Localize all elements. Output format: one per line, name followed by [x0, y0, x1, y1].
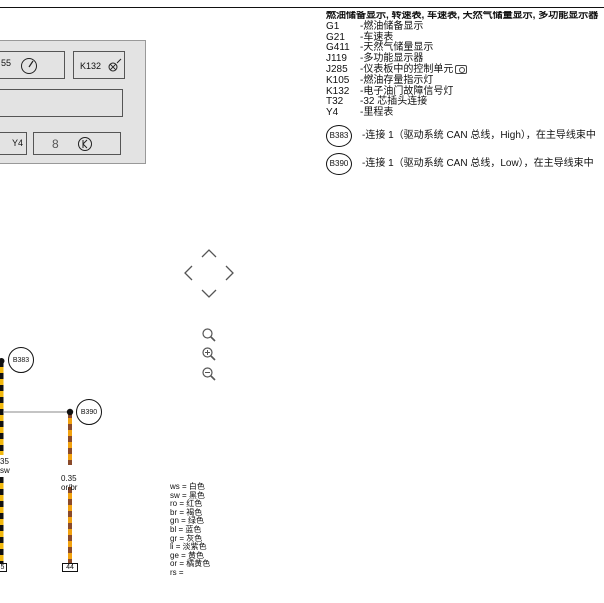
chevron-down-icon[interactable]: [200, 288, 218, 300]
chevron-right-icon[interactable]: [224, 264, 236, 282]
legend-item: G411-天然气储量显示: [326, 42, 434, 54]
legend-item: J285-仪表板中的控制单元: [326, 64, 604, 76]
color-key-item: ws = 白色: [170, 482, 205, 491]
color-key-item: sw = 黑色: [170, 490, 205, 500]
panel-band: [0, 89, 123, 117]
color-key-item: br = 褐色: [170, 507, 203, 517]
chevron-up-icon[interactable]: [200, 247, 218, 259]
legend-list: G1-燃油储备显示 G21-车速表 G411-天然气储量显示 J119-多功能显…: [326, 20, 604, 119]
legend-connection-b390: B390 -连接 1（驱动系统 CAN 总线，Low），在主导线束中: [326, 152, 604, 175]
display-box: 8: [33, 132, 121, 155]
color-key-item: ge = 黄色: [170, 550, 205, 560]
gauge-box: 55: [0, 51, 65, 79]
wire-color-key: ws = 白色 sw = 黑色 ro = 红色 br = 褐色 gn = 绿色 …: [170, 482, 211, 578]
chevron-left-icon[interactable]: [182, 264, 194, 282]
legend-item: Y4-里程表: [326, 107, 394, 119]
camera-icon[interactable]: [455, 64, 468, 74]
legend-item: G1-燃油储备显示: [326, 20, 424, 32]
top-rule: [0, 7, 604, 8]
reset-knob-icon: [78, 137, 92, 151]
zoom-in-icon[interactable]: [201, 346, 217, 362]
junction-dot: [66, 408, 74, 416]
legend-title: 燃油储备显示, 转速表, 车速表, 天然气储量显示, 多功能显示器: [326, 11, 599, 21]
color-key-item: rs =: [170, 567, 184, 577]
pin-right: 44: [62, 563, 78, 572]
connector-b390-bubble[interactable]: B390: [76, 399, 102, 425]
lamp-icon: [108, 58, 122, 72]
zoom-out-icon[interactable]: [201, 366, 217, 382]
legend-item: K132-电子油门故障信号灯: [326, 85, 454, 97]
gauge-icon: [21, 58, 37, 74]
connector-bubble: B390: [326, 152, 352, 175]
legend-item: T32-32 芯插头连接: [326, 96, 428, 108]
color-key-item: li = 淡紫色: [170, 542, 207, 552]
legend-item: K105-燃油存量指示灯: [326, 74, 434, 86]
color-key-item: or = 橘黄色: [170, 559, 211, 569]
color-key-item: ro = 红色: [170, 499, 203, 509]
legend-item: G21-车速表: [326, 31, 394, 43]
wire-left-color-label: sw: [0, 466, 10, 475]
wire-right-gauge-label: 0.35: [61, 474, 77, 483]
wire-right-color-label: or/br: [61, 483, 78, 492]
color-key-item: bl = 蓝色: [170, 524, 202, 534]
y4-box: Y4: [0, 132, 27, 155]
legend: 燃油储备显示, 转速表, 车速表, 天然气储量显示, 多功能显示器 G1-燃油储…: [326, 11, 604, 175]
connector-bubble: B383: [326, 124, 352, 147]
color-key-item: gn = 绿色: [170, 516, 205, 526]
k132-box: K132: [73, 51, 125, 79]
junction-dot: [0, 358, 5, 364]
instrument-panel-block: 55 K132 Y4 8: [0, 40, 146, 164]
legend-connection-b383: B383 -连接 1（驱动系统 CAN 总线，High），在主导线束中: [326, 124, 604, 147]
wiring-diagram: [0, 358, 74, 563]
zoom-fit-icon[interactable]: [201, 327, 217, 343]
connector-b383-bubble[interactable]: B383: [8, 347, 34, 373]
color-key-item: gr = 灰色: [170, 533, 203, 543]
wire-left-gauge-label: 35: [0, 457, 9, 466]
legend-item: J119-多功能显示器: [326, 53, 424, 65]
pin-left: 5: [0, 563, 7, 572]
